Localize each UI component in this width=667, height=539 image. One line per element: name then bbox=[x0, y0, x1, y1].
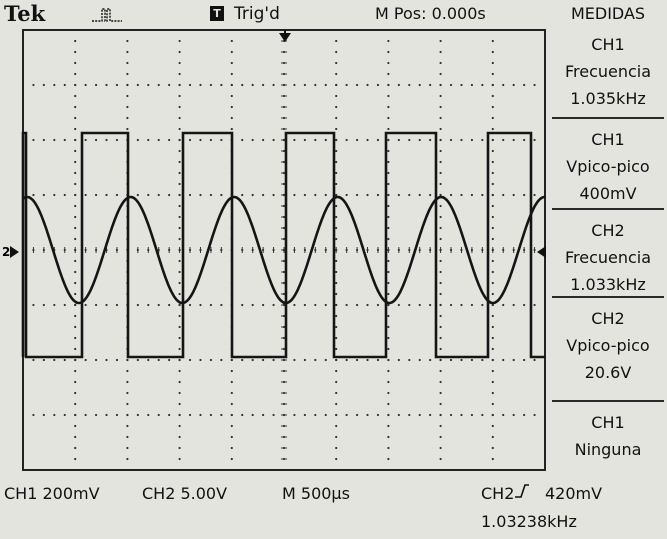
menu-separator bbox=[552, 400, 664, 402]
pulse-icon bbox=[90, 4, 134, 28]
time-position-readout: M Pos: 0.000s bbox=[375, 4, 486, 23]
ch2-square-trace bbox=[21, 131, 545, 359]
measurement-type: Frecuencia bbox=[564, 248, 652, 267]
menu-separator bbox=[552, 296, 664, 298]
measurement-type: Vpico-pico bbox=[566, 157, 650, 176]
brand-logo: Tek bbox=[4, 1, 46, 26]
trigger-level-icon bbox=[537, 246, 546, 258]
measurement-value: 1.033kHz bbox=[570, 275, 646, 294]
measurement-channel: CH1 bbox=[591, 130, 625, 149]
measurement-value: 20.6V bbox=[584, 363, 632, 382]
top-status-bar: Tek T Trig'd M Pos: 0.000s MEDIDAS bbox=[0, 0, 667, 30]
measurement-channel: CH2 bbox=[591, 309, 625, 328]
measurement-channel: CH1 bbox=[591, 413, 625, 432]
measurement-value: 1.035kHz bbox=[570, 89, 646, 108]
trigger-frequency-readout: 1.03238kHz bbox=[481, 512, 577, 531]
measurement-type: Vpico-pico bbox=[566, 336, 650, 355]
ch1-sine-trace bbox=[22, 195, 545, 305]
trigger-level-readout: 420mV bbox=[545, 484, 603, 503]
measurement-type: Ninguna bbox=[574, 440, 642, 459]
measurement-type: Frecuencia bbox=[564, 62, 652, 81]
graticule-grid bbox=[22, 29, 536, 471]
ground-marker-label: 2 bbox=[2, 245, 10, 259]
trigger-position-icon bbox=[279, 33, 291, 42]
measurement-channel: CH1 bbox=[591, 35, 625, 54]
menu-separator bbox=[552, 117, 664, 119]
rising-edge-icon bbox=[513, 482, 531, 504]
measurement-value: 400mV bbox=[579, 184, 637, 203]
ch1-scale-readout: CH1 200mV bbox=[4, 484, 100, 503]
bottom-status-bar: CH1 200mV CH2 5.00V M 500µs CH2 420mV 1.… bbox=[0, 478, 667, 539]
trigger-state-icon: T bbox=[210, 6, 224, 21]
ch2-scale-readout: CH2 5.00V bbox=[142, 484, 228, 503]
menu-separator bbox=[552, 208, 664, 210]
ground-marker-icon bbox=[10, 246, 19, 258]
time-scale-readout: M 500µs bbox=[282, 484, 350, 503]
measurements-menu-title: MEDIDAS bbox=[570, 4, 646, 23]
trigger-status: Trig'd bbox=[234, 4, 280, 24]
measurement-channel: CH2 bbox=[591, 221, 625, 240]
trigger-source-readout: CH2 bbox=[481, 484, 515, 503]
